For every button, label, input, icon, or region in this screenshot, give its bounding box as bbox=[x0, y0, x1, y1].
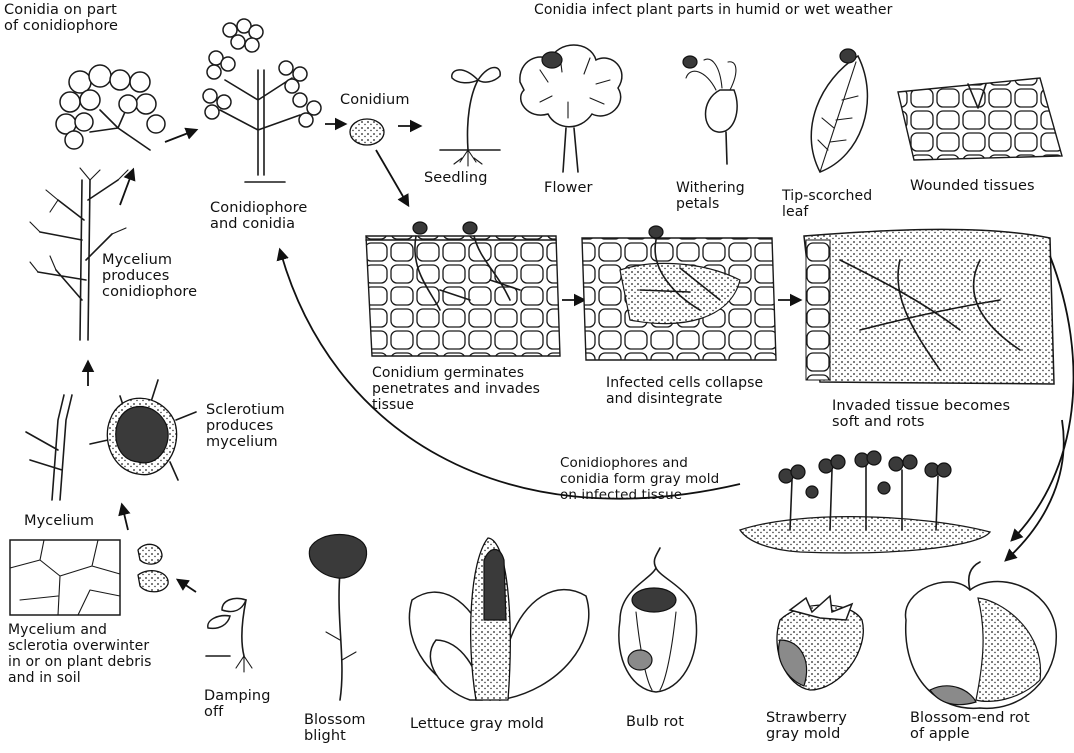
label-mycelium: Mycelium bbox=[24, 513, 94, 529]
label-strawberry-gray-mold: Strawberry gray mold bbox=[766, 710, 847, 742]
flower-illustration bbox=[520, 45, 622, 172]
strawberry-illustration bbox=[777, 596, 863, 690]
gray-mold-illustration bbox=[740, 451, 990, 553]
label-conidium-germinates: Conidium germinates penetrates and invad… bbox=[372, 365, 540, 413]
label-withering-petals: Withering petals bbox=[676, 180, 745, 212]
arrow bbox=[178, 580, 196, 592]
conidia-cluster-illustration bbox=[56, 65, 165, 150]
label-seedling: Seedling bbox=[424, 170, 488, 186]
withering-petals-illustration bbox=[683, 56, 737, 164]
label-lettuce-gray-mold: Lettuce gray mold bbox=[410, 716, 544, 732]
bulb-rot-illustration bbox=[619, 548, 697, 692]
label-infected-cells-collapse: Infected cells collapse and disintegrate bbox=[606, 375, 763, 407]
tissue-rot-panel bbox=[804, 229, 1054, 384]
label-conidia-on-conidiophore: Conidia on part of conidiophore bbox=[4, 2, 118, 34]
hyphae-illustration bbox=[26, 395, 72, 500]
apple-illustration bbox=[906, 562, 1057, 708]
label-mycelium-produces-conidiophore: Mycelium produces conidiophore bbox=[102, 252, 197, 300]
arrow bbox=[120, 170, 133, 205]
blossom-blight-illustration bbox=[309, 535, 366, 701]
label-blossom-end-rot: Blossom-end rot of apple bbox=[910, 710, 1030, 742]
label-blossom-blight: Blossom blight bbox=[304, 712, 366, 744]
label-bulb-rot: Bulb rot bbox=[626, 714, 684, 730]
label-sclerotium-produces-mycelium: Sclerotium produces mycelium bbox=[206, 402, 285, 450]
conidium-spore bbox=[350, 119, 384, 145]
sclerotium-illustration bbox=[90, 380, 196, 480]
label-invaded-tissue-rots: Invaded tissue becomes soft and rots bbox=[832, 398, 1010, 430]
label-damping-off: Damping off bbox=[204, 688, 271, 720]
arrow bbox=[165, 130, 196, 142]
tip-scorched-leaf-illustration bbox=[811, 49, 867, 172]
damping-off-illustration bbox=[206, 598, 252, 672]
conidiophore-illustration bbox=[203, 19, 321, 182]
tissue-germination-panel bbox=[366, 222, 560, 356]
label-tip-scorched-leaf: Tip-scorched leaf bbox=[782, 188, 872, 220]
label-wounded-tissues: Wounded tissues bbox=[910, 178, 1035, 194]
wounded-tissues-illustration bbox=[898, 78, 1062, 160]
sclerotia-pieces bbox=[138, 544, 168, 591]
label-gray-mold-forms: Conidiophores and conidia form gray mold… bbox=[560, 455, 719, 503]
label-infection-header: Conidia infect plant parts in humid or w… bbox=[534, 2, 892, 18]
lettuce-illustration bbox=[409, 538, 588, 700]
seedling-illustration bbox=[440, 68, 500, 167]
plant-debris-box bbox=[10, 540, 120, 615]
tissue-collapse-panel bbox=[582, 226, 776, 360]
arrow bbox=[376, 150, 408, 205]
arrow bbox=[122, 505, 128, 530]
label-overwinter: Mycelium and sclerotia overwinter in or … bbox=[8, 622, 151, 686]
label-conidiophore-and-conidia: Conidiophore and conidia bbox=[210, 200, 307, 232]
arrow bbox=[1006, 420, 1064, 560]
label-flower: Flower bbox=[544, 180, 593, 196]
label-conidium: Conidium bbox=[340, 92, 410, 108]
